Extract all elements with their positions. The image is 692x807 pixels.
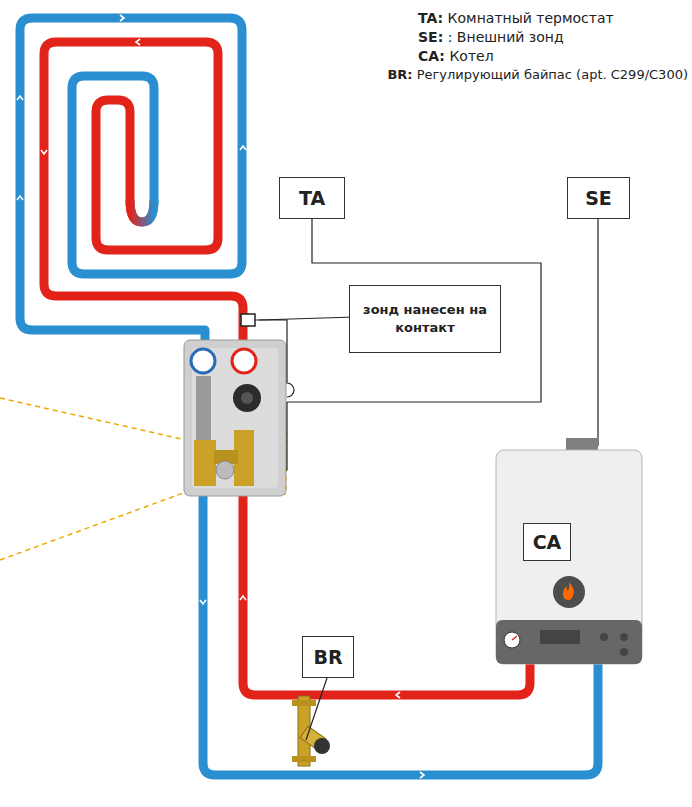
legend-line: CA: Котел (418, 48, 494, 64)
legend-line: SE: : Внешний зонд (418, 29, 564, 45)
bypass-valve (292, 696, 330, 766)
node-text: SE (585, 187, 612, 209)
node-text: BR (313, 646, 342, 668)
flow-arrows (17, 15, 424, 778)
node-text: CA (533, 531, 562, 553)
contact-sensor (241, 314, 255, 326)
legend-line: BR: Регулирующий байпас (apt. C299/C300) (387, 67, 688, 82)
boiler (496, 438, 642, 664)
bypass-tag: BR (302, 636, 354, 678)
thermostat-box: TA (279, 177, 345, 219)
sensor-box: SE (567, 177, 630, 219)
floor-heating-coil (20, 18, 243, 345)
mixing-module (184, 340, 286, 496)
node-text: TA (299, 187, 325, 209)
boiler-tag: CA (523, 523, 571, 561)
note-box: зонд нанесен на контакт (349, 285, 501, 353)
node-text: зонд нанесен на контакт (350, 301, 500, 336)
legend-line: TA: Комнатный термостат (418, 10, 614, 26)
